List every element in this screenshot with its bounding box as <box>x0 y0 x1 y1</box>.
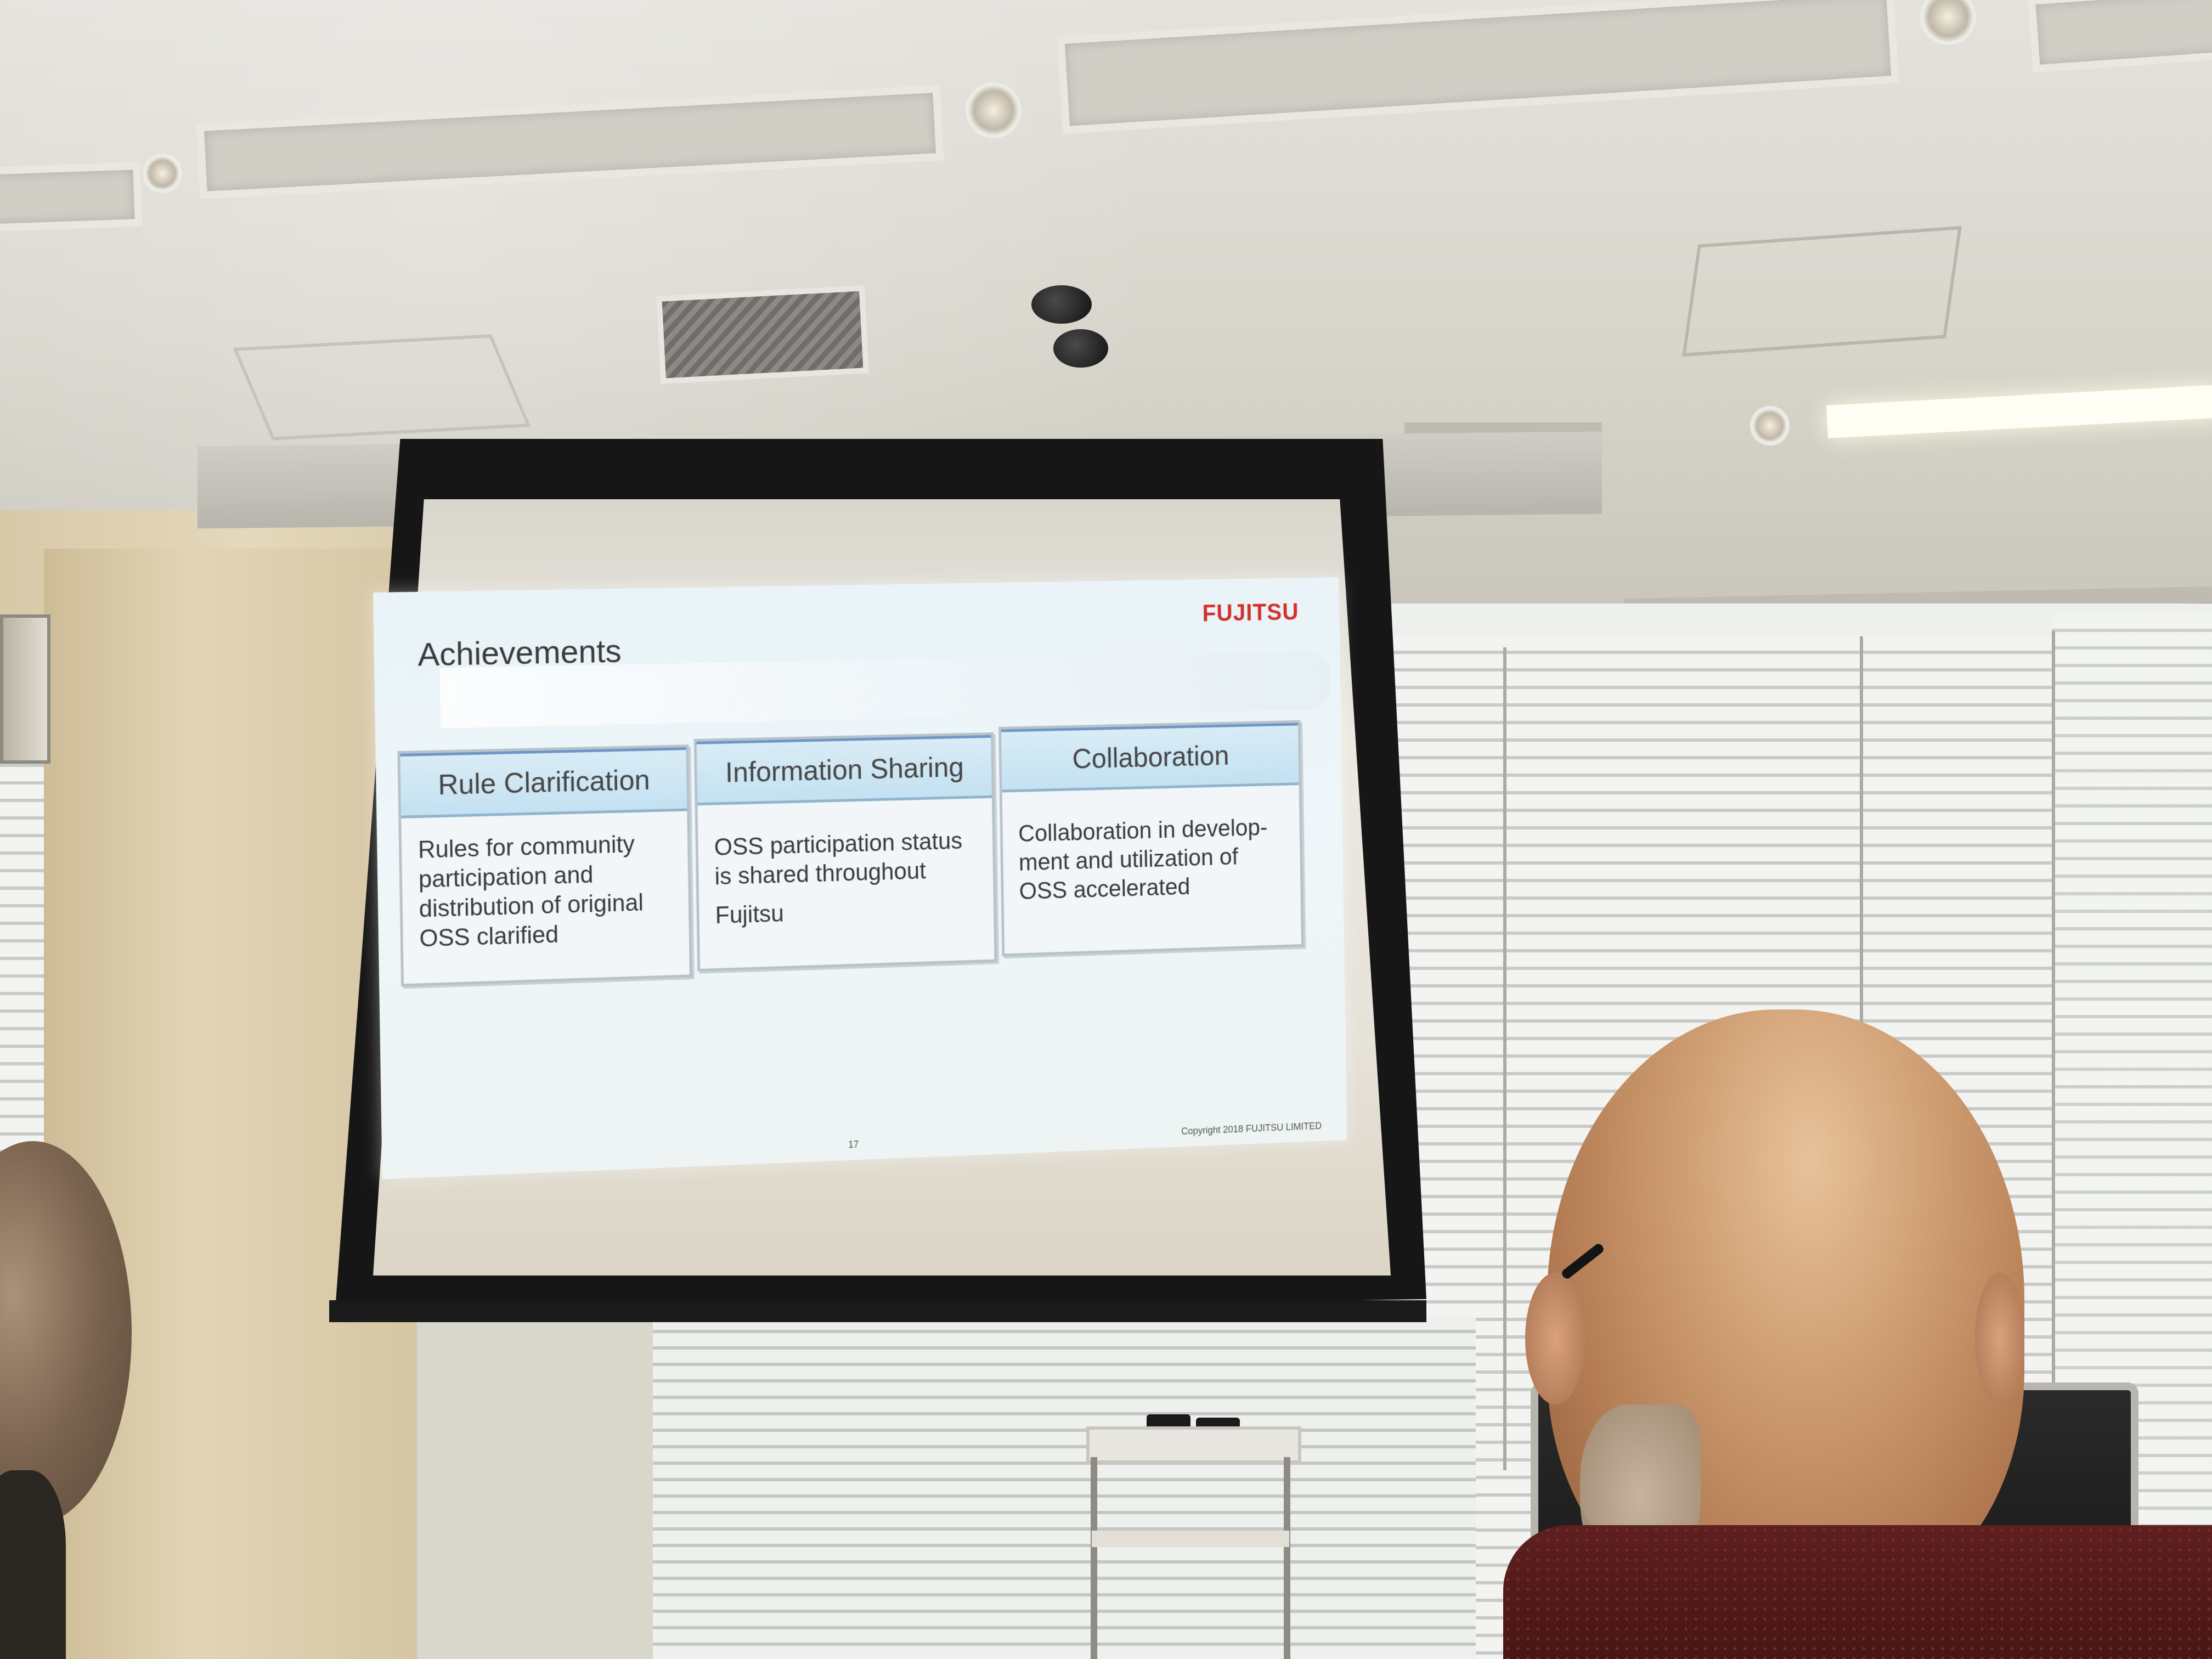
security-camera-dome <box>1053 329 1108 368</box>
achievement-card-information-sharing: Information Sharing OSS participation st… <box>693 732 997 972</box>
screen-bottom-bar <box>329 1300 1426 1322</box>
ceiling-access-panel <box>233 334 531 441</box>
card-body: Rules for community participation and di… <box>418 829 679 954</box>
ceiling-access-panel <box>1682 225 1962 357</box>
ceiling-downlight <box>966 82 1022 138</box>
ceiling-light-panel <box>0 161 143 233</box>
cart-shelf <box>1092 1531 1289 1547</box>
air-vent <box>656 285 869 384</box>
cart-leg <box>1284 1457 1290 1659</box>
wall-speaker <box>0 614 50 764</box>
card-heading: Rule Clarification <box>400 747 687 819</box>
achievement-card-rule-clarification: Rule Clarification Rules for community p… <box>397 744 692 987</box>
blind-cord <box>2052 631 2055 1564</box>
presentation-slide: Achievements FUJITSU Rule Clarification … <box>373 577 1347 1180</box>
person-shoulder-foreground <box>0 1470 66 1659</box>
card-heading: Collaboration <box>1001 723 1299 793</box>
person-ear <box>1975 1273 2024 1404</box>
card-body: OSS participation status is shared throu… <box>714 826 983 930</box>
security-camera-dome <box>1031 285 1092 324</box>
cart-leg <box>1091 1457 1097 1659</box>
slide-page-number: 17 <box>848 1138 859 1150</box>
ceiling-downlight <box>1750 406 1790 445</box>
card-body: Collaboration in develop- ment and utili… <box>1018 812 1290 906</box>
card-heading: Information Sharing <box>696 735 992 806</box>
blind-cord <box>1503 647 1506 1470</box>
card-line: Fujitsu <box>715 900 785 929</box>
cart-top <box>1086 1426 1301 1464</box>
side-cart <box>1086 1414 1301 1659</box>
slide-copyright: Copyright 2018 FUJITSU LIMITED <box>1181 1120 1322 1137</box>
person-ear <box>1525 1273 1585 1404</box>
window-blinds <box>653 1317 1476 1659</box>
ceiling-downlight <box>143 154 182 193</box>
ceiling-downlight <box>1920 0 1976 45</box>
achievement-card-collaboration: Collaboration Collaboration in develop- … <box>998 720 1304 957</box>
person-shirt <box>1503 1525 2212 1659</box>
ceiling-light-panel <box>2027 0 2212 73</box>
fujitsu-logo: FUJITSU <box>1202 599 1299 627</box>
blind-cord <box>1860 636 1863 1404</box>
slide-title: Achievements <box>417 633 622 673</box>
